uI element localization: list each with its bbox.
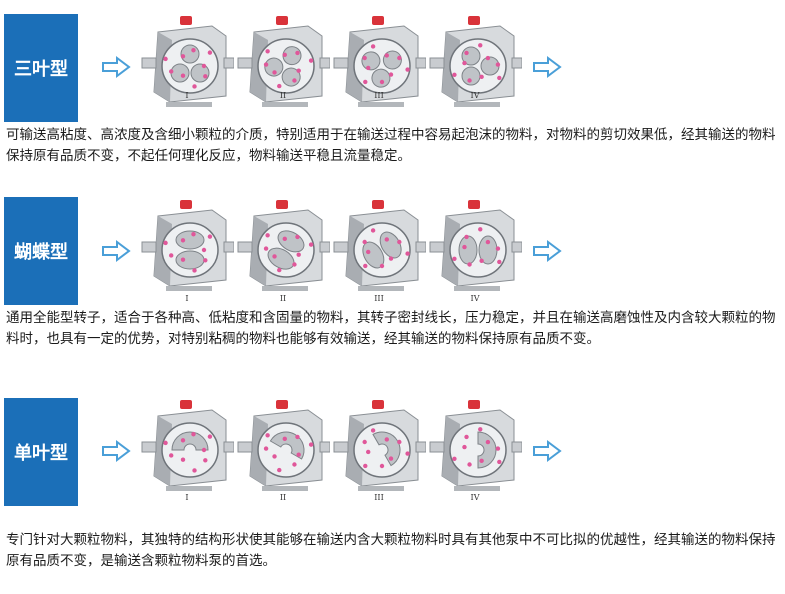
lobe-pump-icon — [140, 198, 235, 294]
lobe-pump-icon — [140, 398, 235, 494]
rotor-type-label: 蝴蝶型 — [4, 197, 78, 305]
lobe-pump-icon — [332, 398, 427, 494]
rotor-description: 专门针对大颗粒物料，其独特的结构形状使其能够在输送内含大颗粒物料时具有其他泵中不… — [6, 532, 776, 569]
stage-label: IV — [470, 91, 480, 100]
stage-label: II — [279, 294, 287, 303]
lobe-pump-icon — [140, 14, 235, 110]
lobe-pump-icon — [428, 198, 523, 294]
lobe-pump-icon — [236, 398, 331, 494]
rotor-description: 通用全能型转子，适合于各种高、低粘度和含固量的物料，其转子密封线长，压力稳定，并… — [6, 310, 776, 347]
stage-label: IV — [470, 294, 480, 303]
arrow-right-icon — [102, 56, 131, 78]
lobe-pump-icon — [428, 14, 523, 110]
arrow-right-icon — [102, 440, 131, 462]
lobe-pump-icon — [332, 198, 427, 294]
stage-label: I — [185, 91, 189, 100]
stage-label: I — [185, 294, 189, 303]
arrow-right-icon — [533, 240, 562, 262]
lobe-pump-icon — [332, 14, 427, 110]
lobe-pump-icon — [428, 398, 523, 494]
stage-label: III — [374, 493, 384, 502]
stage-label: IV — [470, 493, 480, 502]
stage-label: II — [279, 91, 287, 100]
arrow-right-icon — [533, 56, 562, 78]
rotor-type-label: 单叶型 — [4, 398, 78, 506]
rotor-description: 可输送高粘度、高浓度及含细小颗粒的介质，特别适用于在输送过程中容易起泡沫的物料，… — [6, 127, 776, 164]
stage-label: II — [279, 493, 287, 502]
stage-label: I — [185, 493, 189, 502]
lobe-pump-icon — [236, 14, 331, 110]
arrow-right-icon — [102, 240, 131, 262]
rotor-type-label: 三叶型 — [4, 14, 78, 122]
arrow-right-icon — [533, 440, 562, 462]
stage-label: III — [374, 294, 384, 303]
stage-label: III — [374, 91, 384, 100]
lobe-pump-icon — [236, 198, 331, 294]
